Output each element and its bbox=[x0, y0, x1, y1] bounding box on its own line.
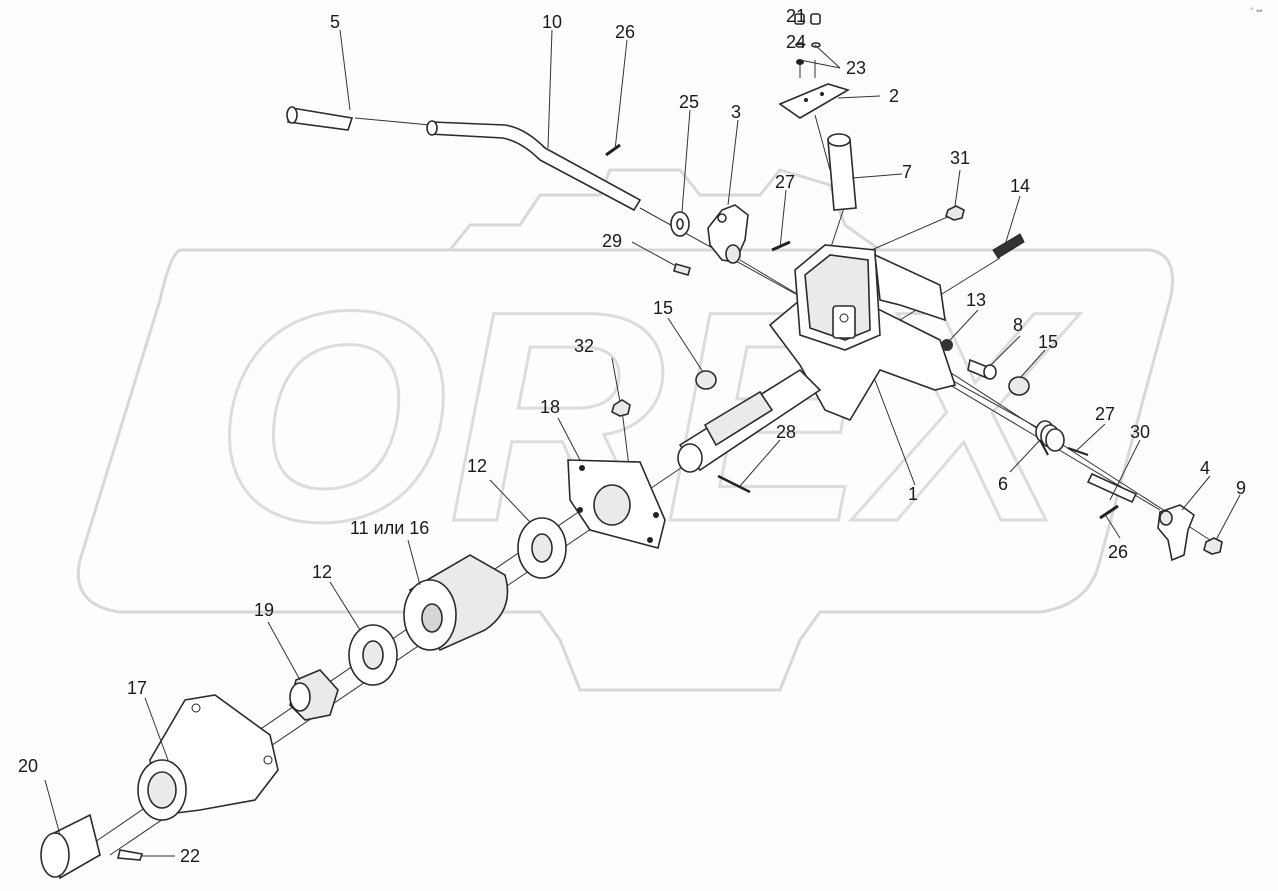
part-3-lever-bracket bbox=[707, 204, 749, 264]
callout-19: 19 bbox=[254, 600, 274, 620]
part-19-castle-nut bbox=[289, 669, 339, 721]
part-5-sleeve bbox=[286, 106, 354, 131]
callout-20: 20 bbox=[18, 756, 38, 776]
part-11-16-bushing bbox=[403, 554, 509, 652]
part-20-cap bbox=[40, 813, 101, 880]
callout-27-right: 27 bbox=[1095, 404, 1115, 424]
part-8-bolt bbox=[967, 358, 997, 380]
part-7-handle bbox=[827, 133, 857, 211]
corner-mark: ° •• bbox=[1250, 6, 1262, 16]
callout-24: 24 bbox=[786, 32, 806, 52]
callout-3: 3 bbox=[731, 102, 741, 122]
callout-22: 22 bbox=[180, 846, 200, 866]
callout-10: 10 bbox=[542, 12, 562, 32]
part-4-lever bbox=[1157, 504, 1195, 562]
callout-31: 31 bbox=[950, 148, 970, 168]
part-32-nut bbox=[611, 399, 631, 417]
callout-12-lower: 12 bbox=[312, 562, 332, 582]
part-18-flange bbox=[567, 459, 666, 549]
callout-30: 30 bbox=[1130, 422, 1150, 442]
part-1-housing bbox=[677, 244, 957, 473]
callout-5: 5 bbox=[330, 12, 340, 32]
callout-18: 18 bbox=[540, 397, 560, 417]
callout-15-left: 15 bbox=[653, 298, 673, 318]
callout-6: 6 bbox=[998, 474, 1008, 494]
callout-32: 32 bbox=[574, 336, 594, 356]
part-2-plate bbox=[778, 83, 850, 119]
part-10-lever-rod bbox=[426, 120, 642, 212]
part-28-pin bbox=[717, 474, 751, 494]
callout-labels: 5 10 26 25 3 27 29 21 24 23 2 7 31 14 15… bbox=[18, 6, 1246, 866]
callout-9: 9 bbox=[1236, 478, 1246, 498]
part-29-pin bbox=[673, 263, 691, 276]
callout-25: 25 bbox=[679, 92, 699, 112]
leader-lines bbox=[44, 29, 1241, 857]
callout-2: 2 bbox=[889, 86, 899, 106]
part-25-washer bbox=[670, 211, 690, 237]
part-6-spring bbox=[1035, 420, 1065, 456]
callout-7: 7 bbox=[902, 162, 912, 182]
callout-17: 17 bbox=[127, 678, 147, 698]
callout-1: 1 bbox=[908, 484, 918, 504]
part-27-pin-right bbox=[1067, 447, 1089, 456]
callout-27-top: 27 bbox=[775, 172, 795, 192]
part-17-housing bbox=[137, 694, 279, 821]
callout-26-right: 26 bbox=[1108, 542, 1128, 562]
parts-21-23-24-bolts bbox=[794, 13, 821, 65]
callout-28: 28 bbox=[776, 422, 796, 442]
callout-11-or-16: 11 или 16 bbox=[350, 518, 429, 538]
callout-23: 23 bbox=[846, 58, 866, 78]
part-14-spring bbox=[992, 233, 1025, 259]
part-13-nut bbox=[941, 339, 953, 351]
callout-14: 14 bbox=[1010, 176, 1030, 196]
part-15-cap-left bbox=[695, 370, 717, 390]
callout-15-right: 15 bbox=[1038, 332, 1058, 352]
callout-21: 21 bbox=[786, 6, 806, 26]
callout-4: 4 bbox=[1200, 458, 1210, 478]
callout-13: 13 bbox=[966, 290, 986, 310]
part-12-washer-lower bbox=[348, 624, 398, 686]
callout-8: 8 bbox=[1013, 315, 1023, 335]
part-26-pin-right bbox=[1099, 504, 1119, 520]
part-15-cap-right bbox=[1008, 376, 1030, 396]
callout-12-upper: 12 bbox=[467, 456, 487, 476]
part-9-nut bbox=[1203, 537, 1223, 555]
callout-29: 29 bbox=[602, 231, 622, 251]
part-26-pin-top bbox=[605, 143, 621, 157]
part-22-bolt bbox=[116, 849, 144, 861]
watermark-gear-outline bbox=[76, 168, 1174, 692]
part-12-washer-upper bbox=[517, 517, 567, 579]
part-27-pin-top bbox=[771, 240, 791, 252]
part-31-nut bbox=[945, 205, 965, 221]
callout-26-top: 26 bbox=[615, 22, 635, 42]
part-30-rod bbox=[1086, 472, 1138, 504]
